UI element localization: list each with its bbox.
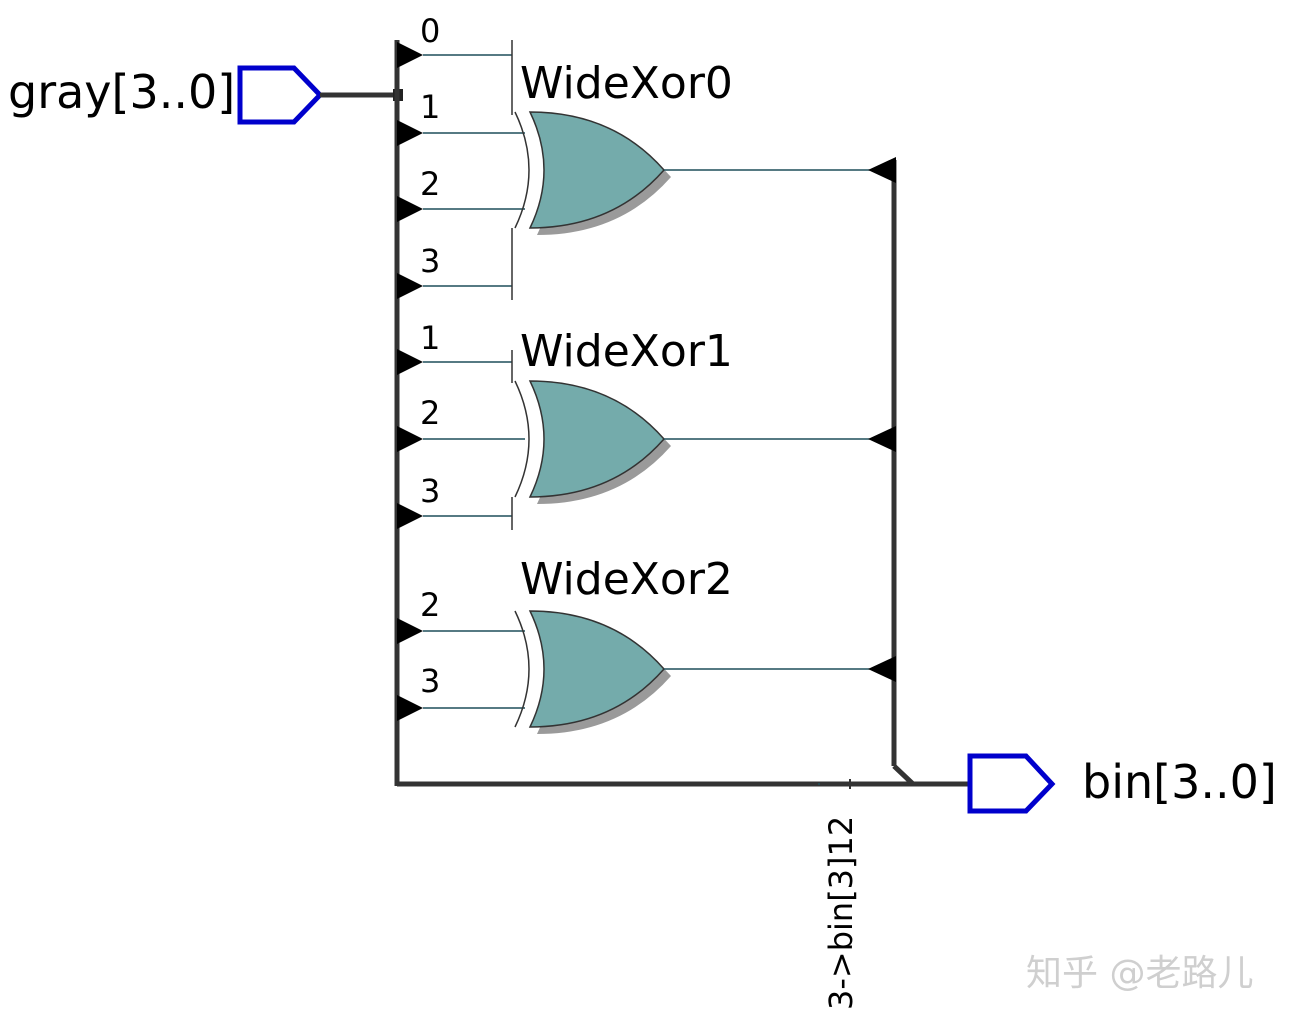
input-port-gray[interactable] [237, 65, 324, 125]
bit-label: 1 [420, 319, 440, 357]
bus-tap-arrow [397, 503, 423, 529]
bus-tap-arrow [397, 618, 423, 644]
gate-label: WideXor0 [520, 58, 733, 109]
input-port-label: gray[3..0] [8, 65, 235, 119]
bit-label: 0 [420, 12, 440, 50]
bit-label: 1 [420, 88, 440, 126]
bus-merge-arrow [868, 426, 896, 452]
bus-tap-arrow [397, 196, 423, 222]
bus-tap-arrow [397, 426, 423, 452]
bit-label: 2 [420, 165, 440, 203]
output-bus-bend [892, 764, 915, 786]
bus-merge-arrow [868, 157, 896, 183]
xor-gate-widexor0[interactable]: WideXor0 0 1 2 3 [397, 12, 896, 300]
output-port-bin[interactable] [967, 753, 1056, 814]
bus-tap-arrow [397, 120, 423, 146]
bus-tap-arrow [397, 349, 423, 375]
watermark: 知乎 @老路儿 [1026, 953, 1253, 994]
bit-label: 3 [420, 662, 440, 700]
gate-label: WideXor2 [520, 554, 733, 605]
bit-label: 3 [420, 242, 440, 280]
xor-gate-widexor2[interactable]: WideXor2 2 3 [397, 554, 896, 734]
bus-tap-arrow [397, 42, 423, 68]
bus-merge-arrow [868, 656, 896, 682]
bit-label: 3 [420, 472, 440, 510]
gate-label: WideXor1 [520, 326, 733, 377]
bus-slice-label: 3->bin[3]12 [822, 816, 860, 1010]
output-port-label: bin[3..0] [1082, 755, 1277, 809]
bus-tap-arrow [397, 273, 423, 299]
xor-gate-widexor1[interactable]: WideXor1 1 2 3 [397, 319, 896, 530]
bit-label: 2 [420, 394, 440, 432]
bus-tap-arrow [397, 695, 423, 721]
bit-label: 2 [420, 586, 440, 624]
